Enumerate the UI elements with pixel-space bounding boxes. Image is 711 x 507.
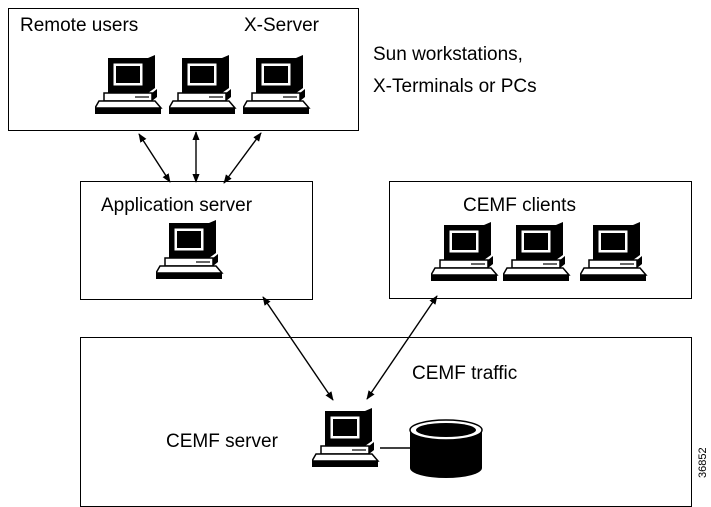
workstation-icon — [503, 222, 571, 282]
remote-users-label: Remote users — [20, 15, 139, 36]
workstation-icon — [580, 222, 648, 282]
arrow-remote-right — [223, 132, 262, 184]
application-server-label: Application server — [101, 195, 253, 216]
workstation-icon — [312, 408, 380, 468]
workstation-icon — [431, 222, 499, 282]
cemf-clients-label: CEMF clients — [463, 195, 576, 216]
arrow-app-to-server — [262, 296, 334, 401]
x-server-label: X-Server — [244, 15, 319, 36]
arrow-clients-to-server — [366, 295, 438, 400]
note-line-2: X-Terminals or PCs — [373, 76, 537, 97]
workstation-icon — [156, 220, 224, 280]
note-line-1: Sun workstations, — [373, 44, 523, 65]
figure-id: 36852 — [697, 447, 709, 478]
database-icon — [409, 419, 483, 478]
workstation-icon — [95, 55, 163, 115]
workstation-icon — [169, 55, 237, 115]
database-link — [380, 447, 410, 449]
cemf-traffic-label: CEMF traffic — [412, 363, 518, 384]
cemf-server-label: CEMF server — [166, 431, 278, 452]
workstation-icon — [243, 55, 311, 115]
arrow-remote-left — [138, 133, 171, 183]
